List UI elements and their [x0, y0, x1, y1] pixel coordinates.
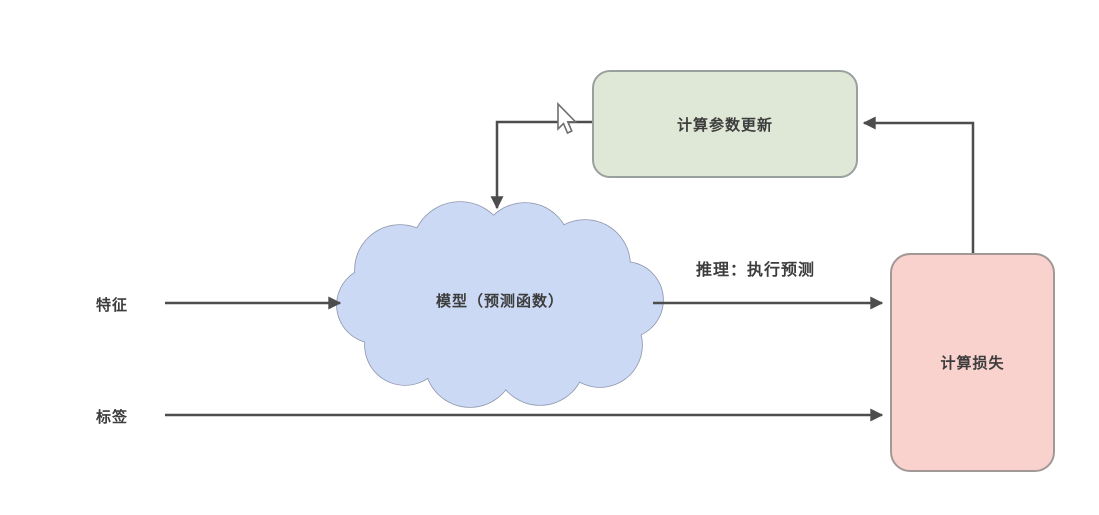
node-loss-label: 计算损失: [940, 354, 1005, 372]
node-loss: 计算损失: [890, 253, 1055, 472]
node-model-label: 模型（预测函数）: [435, 292, 564, 310]
features-label: 特征: [96, 296, 129, 314]
mouse-pointer-icon: [557, 102, 578, 135]
tags-label: 标签: [96, 408, 129, 426]
inference-edge-label: 推理：执行预测: [696, 260, 816, 279]
arrow-loss-to-param-update: [862, 116, 975, 253]
node-param-update-label: 计算参数更新: [676, 115, 773, 134]
arrow-param-update-to-model: [490, 120, 592, 210]
node-param-update: 计算参数更新: [592, 70, 858, 178]
